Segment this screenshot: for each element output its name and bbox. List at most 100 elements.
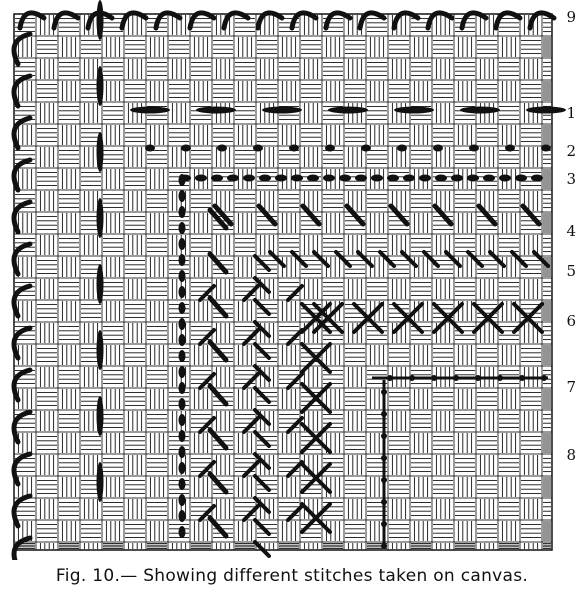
chain-stitch bbox=[275, 175, 287, 182]
running-stitch bbox=[526, 107, 566, 114]
short-stitch bbox=[253, 145, 263, 152]
chain-stitch bbox=[291, 175, 303, 182]
short-stitch bbox=[505, 145, 515, 152]
chain-stitch bbox=[355, 175, 367, 182]
french-knot bbox=[381, 455, 387, 461]
running-stitch bbox=[196, 107, 236, 114]
chain-stitch bbox=[179, 190, 186, 202]
chain-stitch bbox=[259, 175, 271, 182]
canvas-stitch-illustration bbox=[0, 0, 584, 560]
running-stitch bbox=[97, 0, 104, 40]
chain-stitch bbox=[179, 366, 186, 378]
chain-stitch bbox=[387, 175, 399, 182]
chain-stitch bbox=[179, 254, 186, 266]
chain-stitch bbox=[371, 175, 383, 182]
row-number-7: 7 bbox=[566, 378, 576, 396]
row-number-5: 5 bbox=[566, 262, 576, 280]
row-number-9: 9 bbox=[566, 8, 576, 26]
chain-stitch bbox=[323, 175, 335, 182]
chain-stitch bbox=[515, 175, 527, 182]
french-knot bbox=[381, 521, 387, 527]
chain-stitch bbox=[179, 526, 186, 538]
chain-stitch bbox=[179, 398, 186, 410]
short-stitch bbox=[361, 145, 371, 152]
short-stitch bbox=[433, 145, 443, 152]
running-stitch bbox=[460, 107, 500, 114]
french-knot bbox=[409, 375, 415, 381]
chain-stitch bbox=[243, 175, 255, 182]
chain-stitch bbox=[179, 206, 186, 218]
chain-stitch bbox=[211, 175, 223, 182]
french-knot bbox=[387, 375, 393, 381]
running-stitch bbox=[394, 107, 434, 114]
chain-stitch bbox=[195, 175, 207, 182]
chain-stitch bbox=[179, 318, 186, 330]
french-knot bbox=[381, 433, 387, 439]
running-stitch bbox=[328, 107, 368, 114]
chain-stitch bbox=[179, 222, 186, 234]
french-knot bbox=[541, 375, 547, 381]
chain-stitch bbox=[179, 302, 186, 314]
french-knot bbox=[453, 375, 459, 381]
chain-stitch bbox=[179, 270, 186, 282]
short-stitch bbox=[145, 145, 155, 152]
chain-stitch bbox=[179, 478, 186, 490]
chain-stitch bbox=[179, 382, 186, 394]
running-stitch bbox=[130, 107, 170, 114]
short-stitch bbox=[217, 145, 227, 152]
chain-stitch bbox=[227, 175, 239, 182]
french-knot bbox=[497, 375, 503, 381]
short-stitch bbox=[469, 145, 479, 152]
short-stitch bbox=[181, 145, 191, 152]
short-stitch bbox=[325, 145, 335, 152]
row-number-4: 4 bbox=[566, 222, 576, 240]
chain-stitch bbox=[179, 430, 186, 442]
row-number-6: 6 bbox=[566, 312, 576, 330]
chain-stitch bbox=[419, 175, 431, 182]
running-stitch bbox=[97, 132, 104, 172]
french-knot bbox=[381, 389, 387, 395]
chain-stitch bbox=[179, 414, 186, 426]
chain-stitch bbox=[467, 175, 479, 182]
running-stitch bbox=[97, 66, 104, 106]
short-stitch bbox=[289, 145, 299, 152]
chain-stitch bbox=[435, 175, 447, 182]
french-knot bbox=[519, 375, 525, 381]
running-stitch bbox=[97, 462, 104, 502]
french-knot bbox=[381, 499, 387, 505]
chain-stitch bbox=[403, 175, 415, 182]
chain-stitch bbox=[179, 334, 186, 346]
running-stitch bbox=[97, 330, 104, 370]
chain-stitch bbox=[339, 175, 351, 182]
row-number-1: 1 bbox=[566, 104, 576, 122]
chain-stitch bbox=[179, 494, 186, 506]
chain-stitch bbox=[179, 510, 186, 522]
running-stitch bbox=[97, 396, 104, 436]
row-number-2: 2 bbox=[566, 142, 576, 160]
chain-stitch bbox=[531, 175, 543, 182]
chain-stitch bbox=[499, 175, 511, 182]
chain-stitch bbox=[307, 175, 319, 182]
canvas-weave bbox=[14, 14, 552, 550]
french-knot bbox=[381, 477, 387, 483]
chain-stitch bbox=[179, 350, 186, 362]
row-number-3: 3 bbox=[566, 170, 576, 188]
chain-stitch bbox=[483, 175, 495, 182]
row-number-8: 8 bbox=[566, 446, 576, 464]
french-knot bbox=[381, 411, 387, 417]
chain-stitch bbox=[179, 446, 186, 458]
chain-stitch bbox=[179, 238, 186, 250]
chain-stitch bbox=[451, 175, 463, 182]
running-stitch bbox=[262, 107, 302, 114]
chain-stitch bbox=[179, 286, 186, 298]
short-stitch bbox=[541, 145, 551, 152]
running-stitch bbox=[97, 264, 104, 304]
chain-stitch bbox=[179, 462, 186, 474]
chain-stitch bbox=[179, 174, 186, 186]
french-knot bbox=[475, 375, 481, 381]
french-knot bbox=[381, 543, 387, 549]
running-stitch bbox=[97, 198, 104, 238]
french-knot bbox=[431, 375, 437, 381]
short-stitch bbox=[397, 145, 407, 152]
figure-caption: Fig. 10.— Showing different stitches tak… bbox=[0, 566, 584, 586]
